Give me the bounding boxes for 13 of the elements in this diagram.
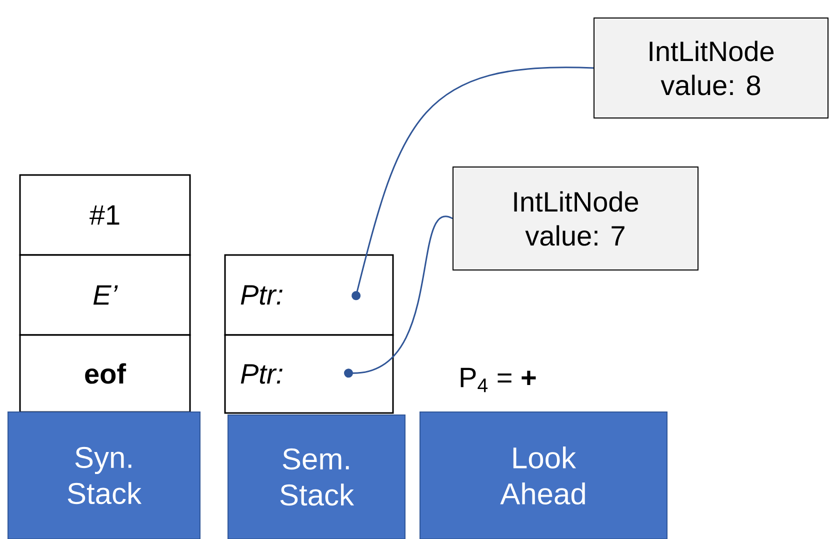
label: P$_{4}$ = + [460, 368, 536, 392]
stack-label-box: Syn. Stack [8, 412, 200, 539]
stack-cell: eof [19, 334, 191, 413]
stack-label-box: Look Ahead [420, 412, 668, 539]
node-box: IntLitNode value: 8 [594, 18, 828, 118]
connector [344, 216, 453, 378]
pointer-cell: Ptr: [224, 334, 394, 414]
node-box: IntLitNode value: 7 [452, 166, 698, 270]
stack-cell: #1 [19, 174, 191, 256]
pointer-cell: Ptr: [224, 254, 394, 336]
stack-label-box: Sem. Stack [228, 414, 406, 539]
stack-cell: E’ [19, 254, 191, 336]
connector [352, 66, 594, 300]
